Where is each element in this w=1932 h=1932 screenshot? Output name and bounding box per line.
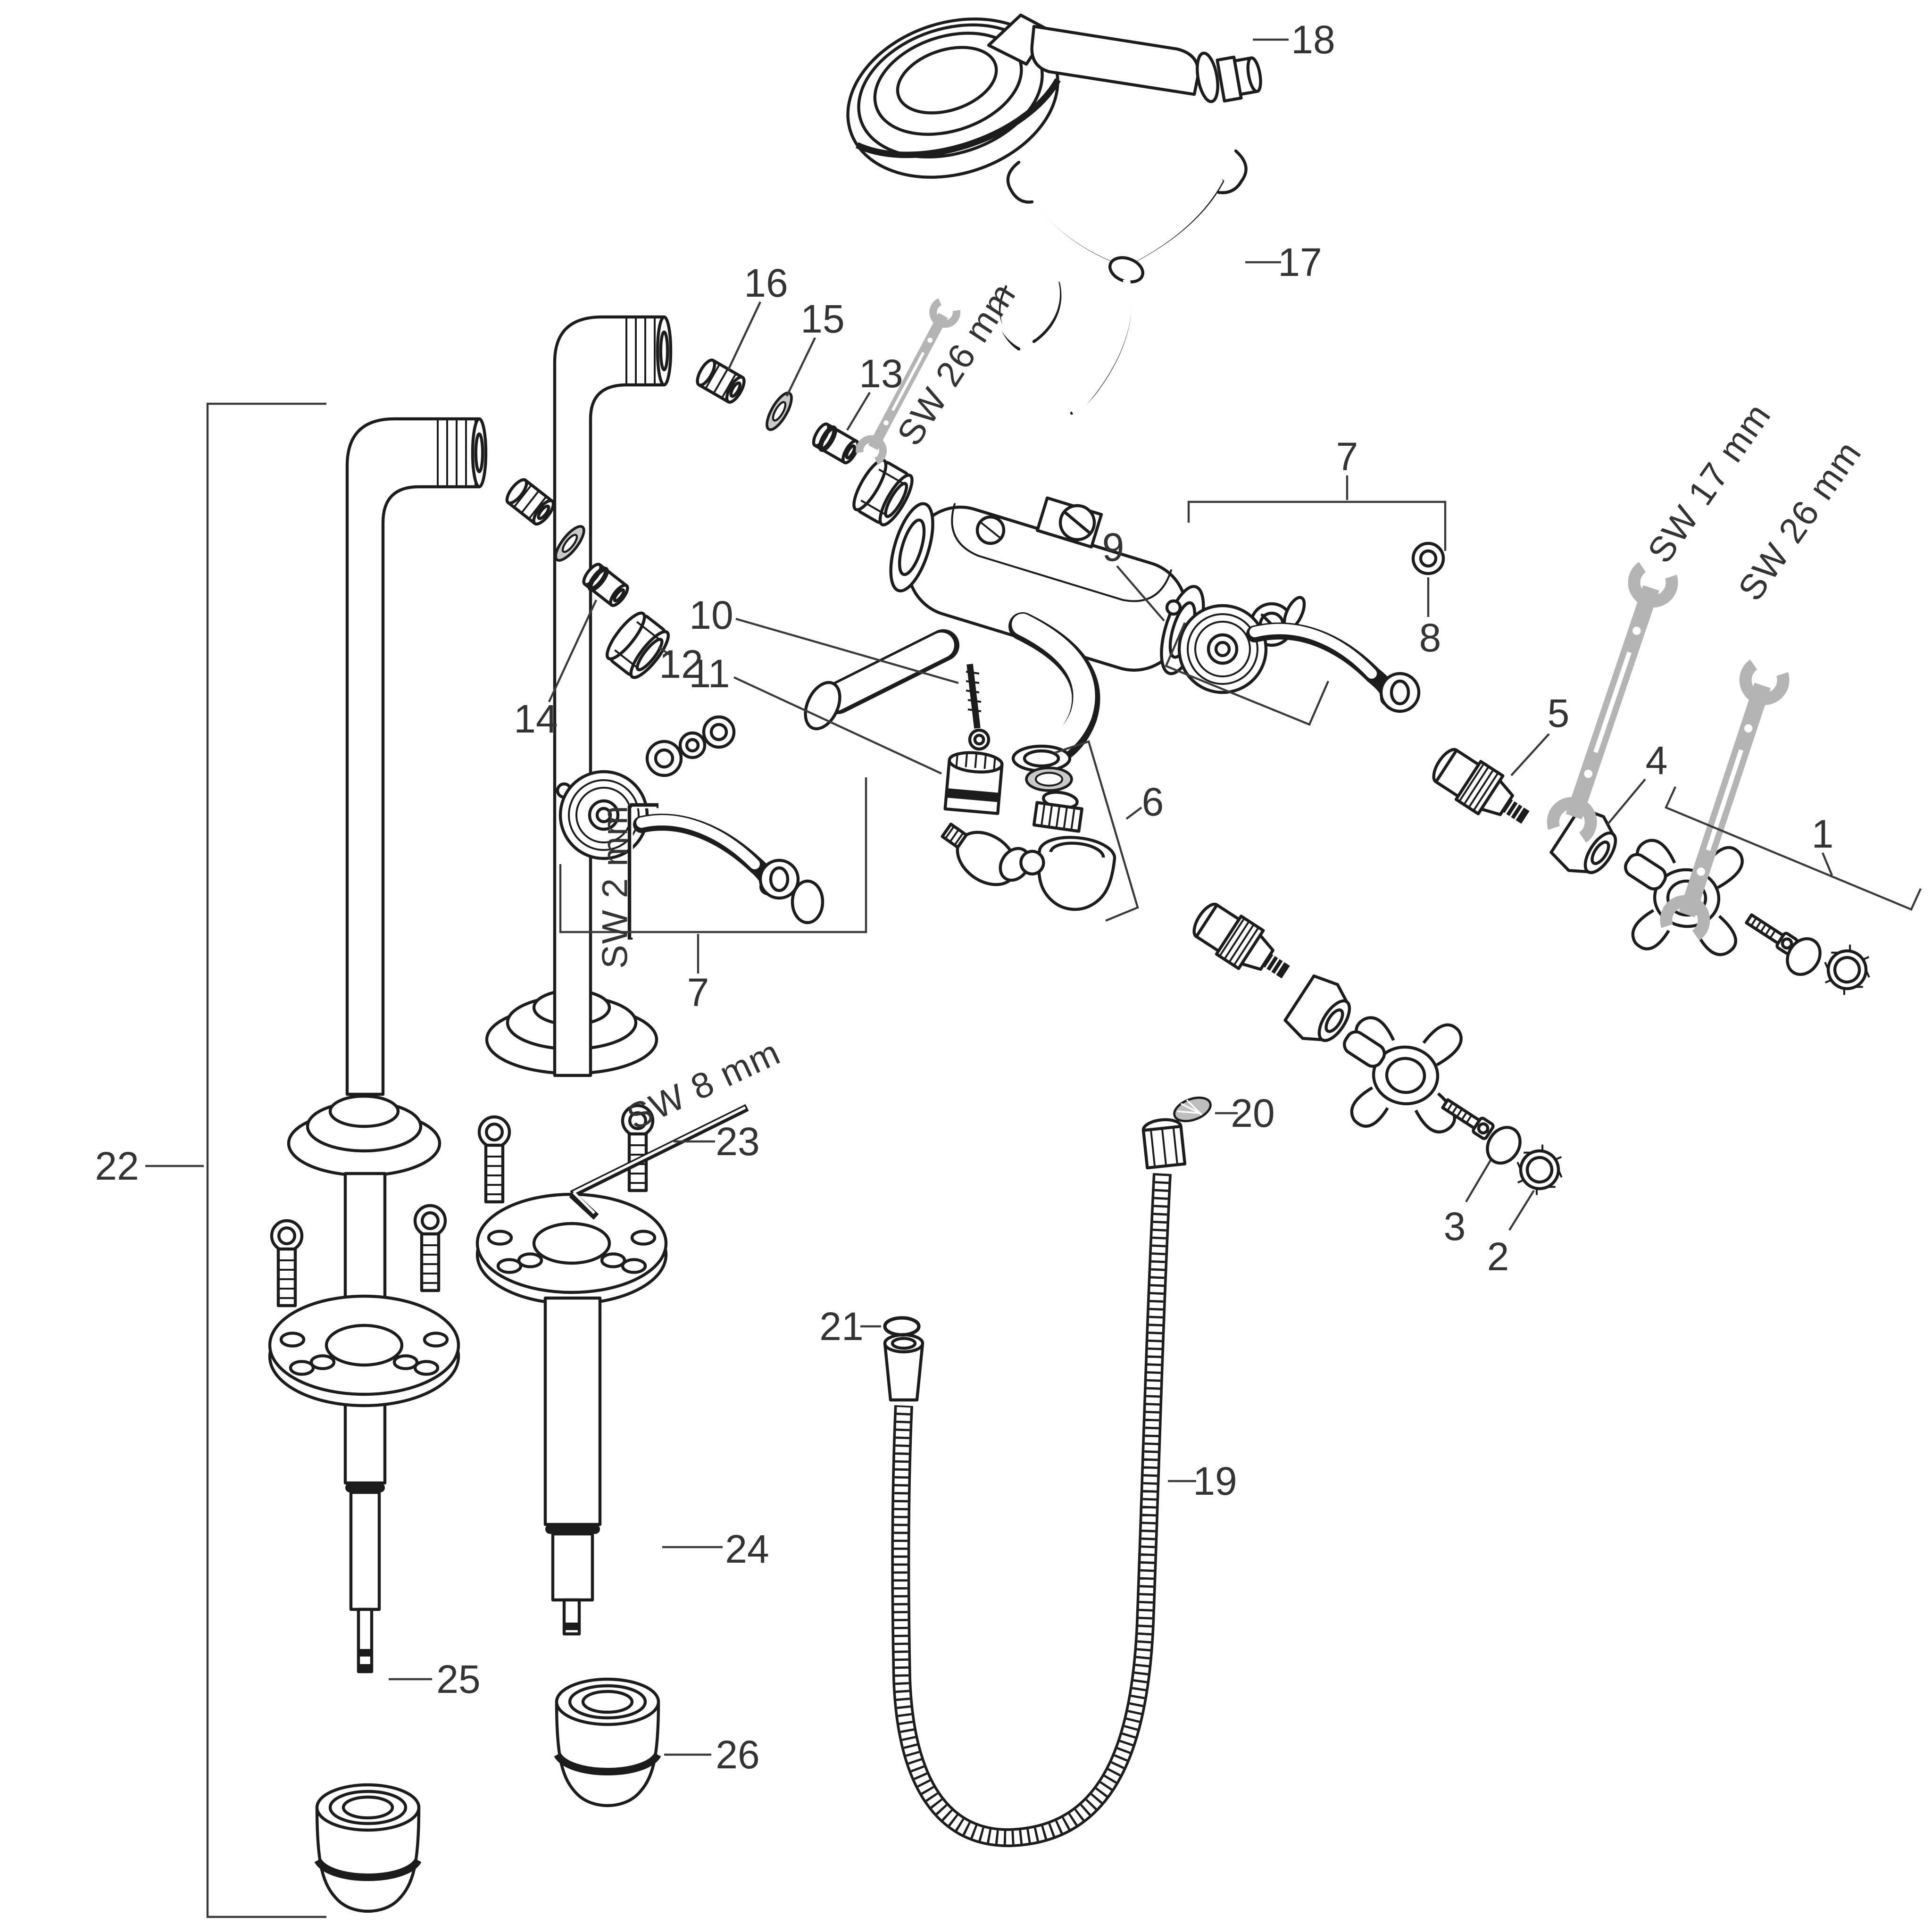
hex-key-sw2 <box>627 803 658 940</box>
leader-2 <box>1508 1190 1535 1231</box>
part-label-19-shower-hose: 19 <box>1193 1459 1237 1503</box>
part-label-7-lever-assembly-left: 7 <box>687 970 709 1015</box>
fixing-screw <box>272 1221 302 1306</box>
bracket-6 <box>1054 740 1139 922</box>
part-label-21-o-ring: 21 <box>819 1304 863 1349</box>
part-label-11-non-return-valve: 11 <box>689 651 730 696</box>
leader-11 <box>733 676 942 774</box>
part-label-3-handle-washer: 3 <box>1444 1204 1466 1249</box>
part-label-25-pipe-end-pin: 25 <box>436 1657 480 1701</box>
bracket-1 <box>1665 786 1922 911</box>
leader-12 <box>658 646 671 656</box>
fixing-screw <box>415 1206 445 1291</box>
leader-5 <box>1510 733 1550 776</box>
fixing-screw <box>479 1117 509 1202</box>
standpipe-right <box>477 315 673 1806</box>
tool-label-sw-2-mm: SW 2 mm <box>595 805 635 969</box>
part-label-7-lever-assembly-right: 7 <box>1336 434 1358 479</box>
part-label-20-filter-gasket: 20 <box>1231 1091 1274 1135</box>
part-label-24-mounting-shank: 24 <box>725 1527 769 1571</box>
standpipe-left <box>270 417 488 1911</box>
part-label-10-valve-stem: 10 <box>689 593 733 637</box>
hose-o-ring <box>883 1316 921 1337</box>
part-label-17-shower-holder: 17 <box>1278 240 1322 284</box>
part-label-14-pipe-adapter-lower: 14 <box>514 697 558 741</box>
leader-6 <box>1125 807 1142 820</box>
bracket-7-left <box>559 777 867 933</box>
hot-handle-group <box>1427 742 1870 995</box>
leader-15 <box>786 337 816 397</box>
wall-socket-cup-right <box>557 1679 658 1806</box>
mixer-body <box>804 496 1205 815</box>
lever-assembly-right <box>1165 541 1445 713</box>
leader-9 <box>1116 565 1165 622</box>
tool-label-sw-26-mm: SW 26 mm <box>1731 433 1869 608</box>
part-label-9-diverter-assembly: 9 <box>1102 525 1124 569</box>
part-label-2-cover-cap: 2 <box>1487 1234 1509 1279</box>
leader-16 <box>727 301 761 370</box>
mounting-flange <box>477 1194 666 1304</box>
wrench-sw26-right <box>1664 663 1786 937</box>
part-label-12-union-nut: 12 <box>659 642 703 686</box>
hand-shower <box>846 13 1262 179</box>
part-label-18-hand-shower: 18 <box>1291 17 1335 62</box>
tool-label-sw-17-mm: SW 17 mm <box>1640 396 1779 570</box>
lever-assembly-left <box>556 715 824 924</box>
aerator-parts <box>941 766 1116 911</box>
bracket-22 <box>206 402 326 1918</box>
leader-3 <box>1465 1159 1491 1203</box>
leader-13 <box>846 391 871 431</box>
part-label-26-wall-socket-cup: 26 <box>716 1732 759 1777</box>
shower-holder <box>995 149 1248 415</box>
leader-4 <box>1607 778 1646 825</box>
leader-14 <box>548 600 597 702</box>
part-label-15-washer: 15 <box>800 297 844 341</box>
bracket-9 <box>1165 622 1330 726</box>
shower-hose <box>883 1096 1212 1848</box>
part-label-13-pipe-adapter-upper: 13 <box>859 351 903 396</box>
wall-socket-cup-left <box>317 1785 419 1911</box>
leader-10 <box>735 617 959 684</box>
part-label-23-fixing-screws: 23 <box>716 1119 759 1164</box>
part-label-1-cross-handle-assembly: 1 <box>1812 812 1834 856</box>
part-label-8-lever-nut: 8 <box>1419 616 1441 660</box>
part-label-4-union-bushing: 4 <box>1646 738 1668 783</box>
part-label-22-standpipe-assembly: 22 <box>95 1144 139 1188</box>
tool-label-sw-26-mm: SW 26 mm <box>890 276 1024 453</box>
part-label-6-aerator-assembly: 6 <box>1142 780 1164 824</box>
part-label-5-valve-cartridge: 5 <box>1548 691 1570 735</box>
part-label-16-strainer-insert: 16 <box>744 261 788 305</box>
mounting-flange <box>270 1296 458 1406</box>
cold-handle-group <box>1187 897 1563 1195</box>
leader-1 <box>1821 852 1833 876</box>
hex-key-sw8 <box>569 1104 749 1220</box>
bracket-7-right <box>1187 500 1447 551</box>
diverter-knob <box>941 823 1045 886</box>
